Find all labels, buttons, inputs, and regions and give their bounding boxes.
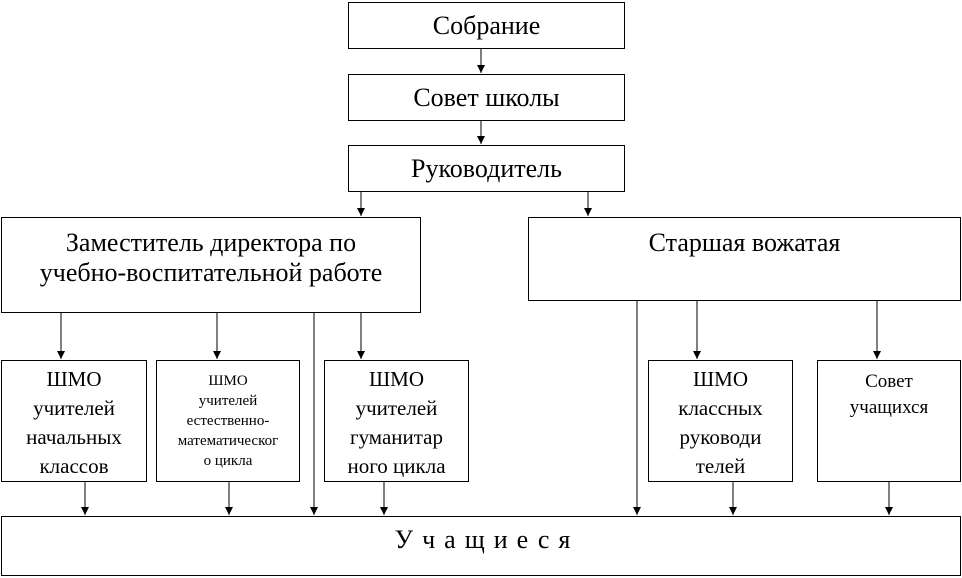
students-box: Учащиеся: [1, 516, 961, 576]
head-label: Руководитель: [411, 153, 562, 183]
mo-humanities-label: ШМО учителей гуманитар ного цикла: [347, 367, 446, 478]
school-council-box: Совет школы: [348, 74, 625, 121]
student-council-label: Совет учащихся: [849, 371, 929, 418]
mo-primary-label: ШМО учителей начальных классов: [26, 367, 122, 478]
school-council-label: Совет школы: [413, 82, 560, 112]
deputy-director-box: Заместитель директора по учебно-воспитат…: [1, 217, 421, 313]
mo-primary-box: ШМО учителей начальных классов: [1, 360, 147, 482]
mo-class-teachers-box: ШМО классных руководи телей: [648, 360, 793, 482]
mo-science-label: ШМО учителей естественно- математическог…: [177, 373, 279, 469]
senior-counselor-box: Старшая вожатая: [528, 217, 961, 301]
assembly-box: Собрание: [348, 2, 625, 49]
student-council-box: Совет учащихся: [817, 360, 961, 482]
students-label: Учащиеся: [394, 525, 580, 554]
mo-humanities-box: ШМО учителей гуманитар ного цикла: [324, 360, 469, 482]
head-box: Руководитель: [348, 145, 625, 192]
senior-counselor-label: Старшая вожатая: [648, 228, 841, 257]
deputy-director-label: Заместитель директора по учебно-воспитат…: [39, 228, 383, 287]
mo-science-box: ШМО учителей естественно- математическог…: [156, 360, 300, 482]
assembly-label: Собрание: [432, 10, 541, 40]
mo-class-teachers-label: ШМО классных руководи телей: [678, 367, 763, 478]
